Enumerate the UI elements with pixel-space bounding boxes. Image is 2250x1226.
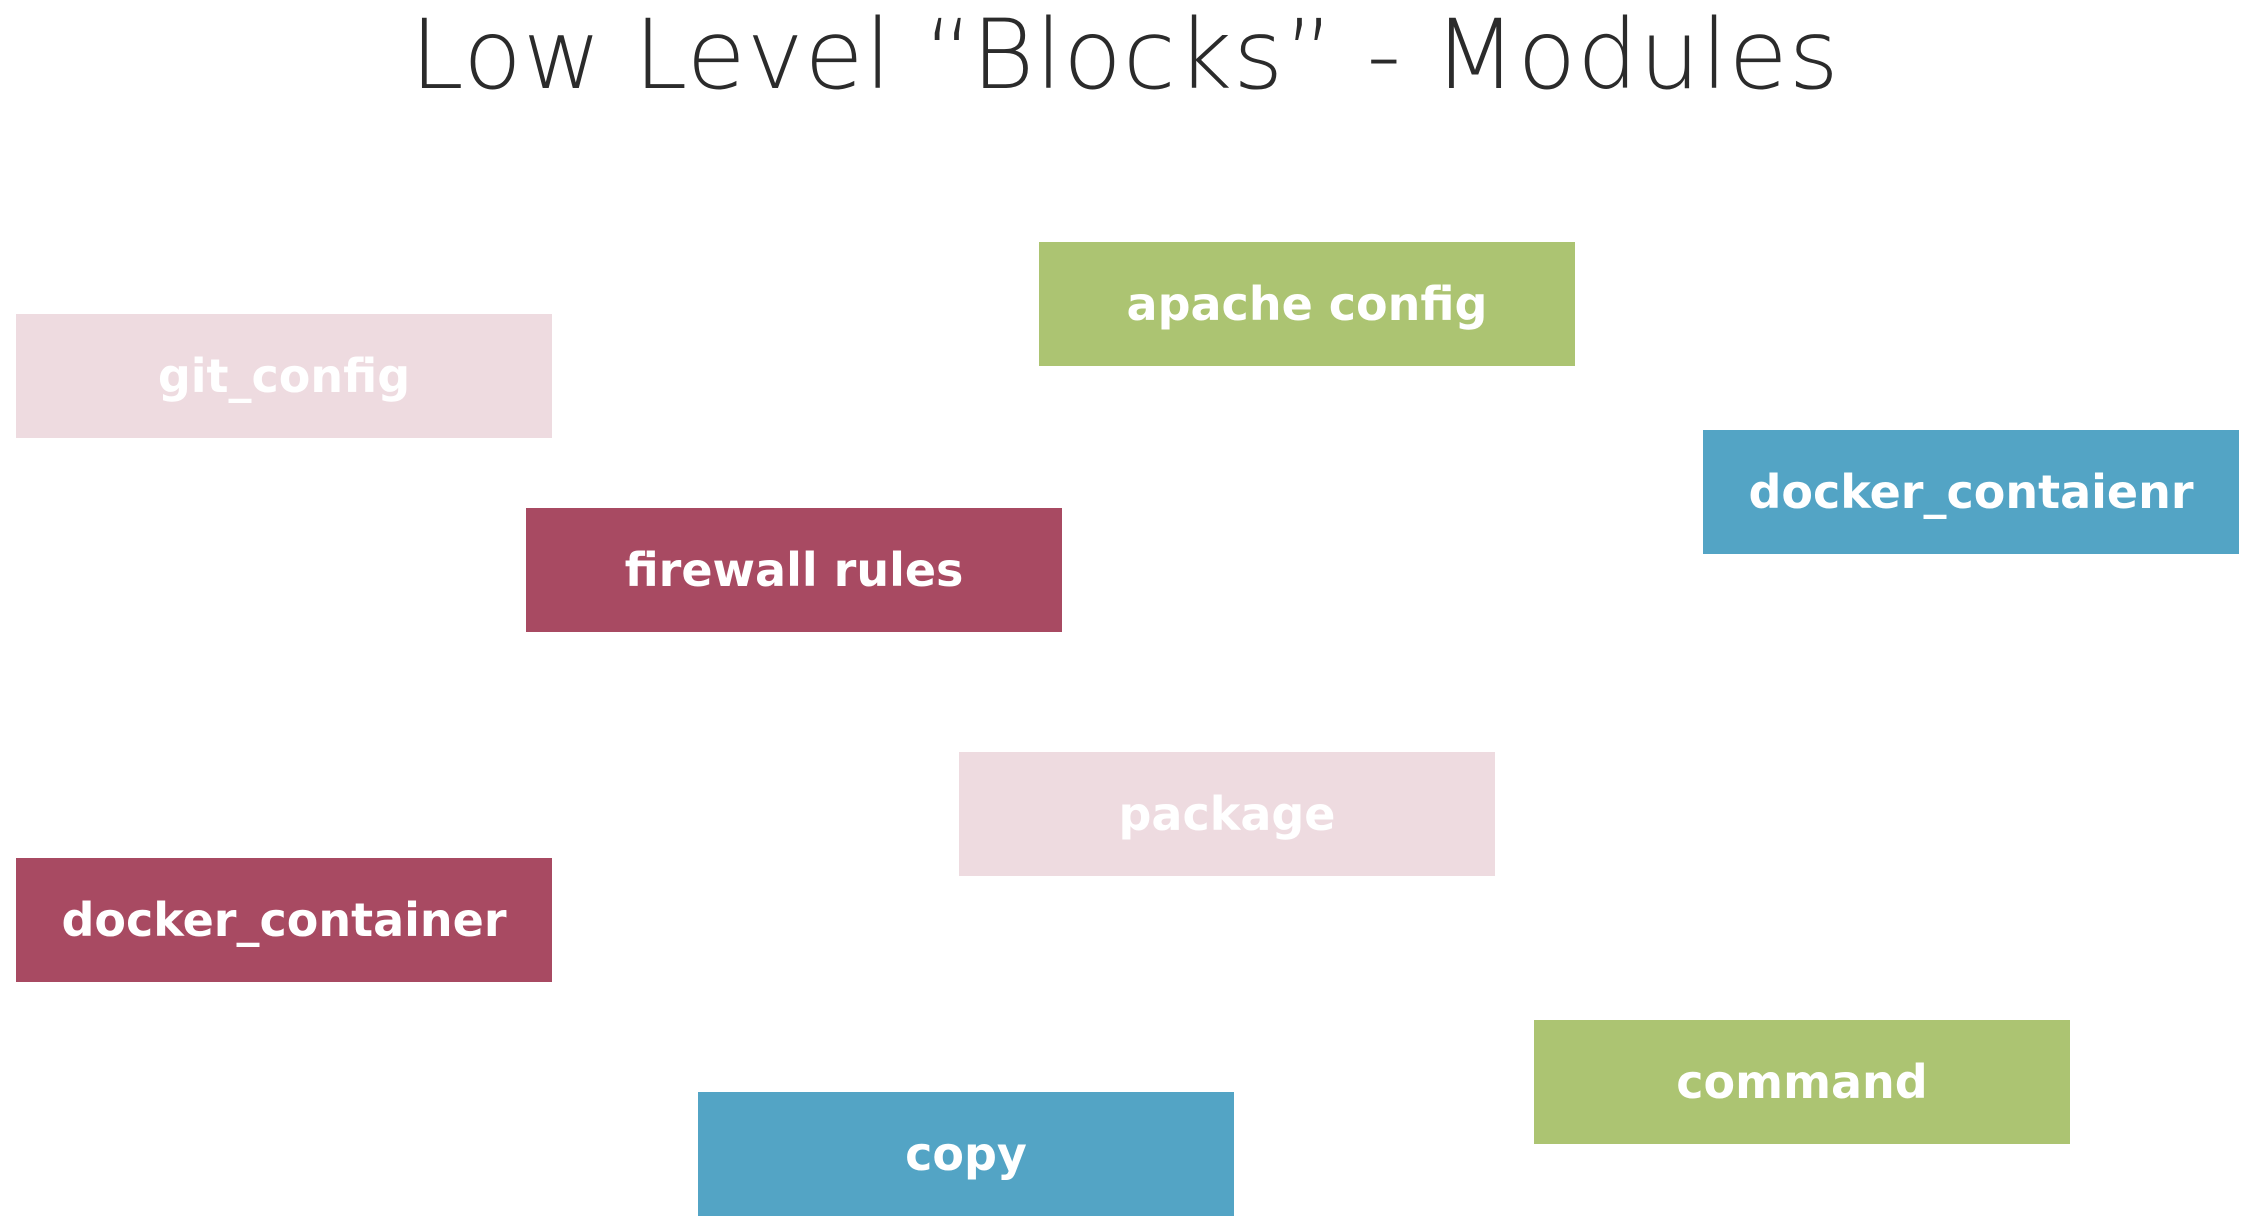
module-label: docker_contaienr: [1748, 465, 2194, 519]
slide-title: Low Level “Blocks” - Modules: [410, 0, 1840, 111]
module-block-command: command: [1534, 1020, 2070, 1144]
module-block-apache-config: apache config: [1039, 242, 1575, 366]
module-label: docker_container: [61, 893, 507, 947]
module-label: apache config: [1126, 277, 1488, 331]
module-label: git_config: [157, 349, 411, 403]
module-block-copy: copy: [698, 1092, 1234, 1216]
module-label: copy: [905, 1127, 1027, 1181]
module-block-docker-container: docker_container: [16, 858, 552, 982]
module-block-firewall-rules: firewall rules: [526, 508, 1062, 632]
module-block-package: package: [959, 752, 1495, 876]
module-block-git-config: git_config: [16, 314, 552, 438]
module-label: command: [1676, 1055, 1928, 1109]
module-label: firewall rules: [624, 543, 964, 597]
module-block-docker-contaienr: docker_contaienr: [1703, 430, 2239, 554]
module-label: package: [1118, 787, 1336, 841]
